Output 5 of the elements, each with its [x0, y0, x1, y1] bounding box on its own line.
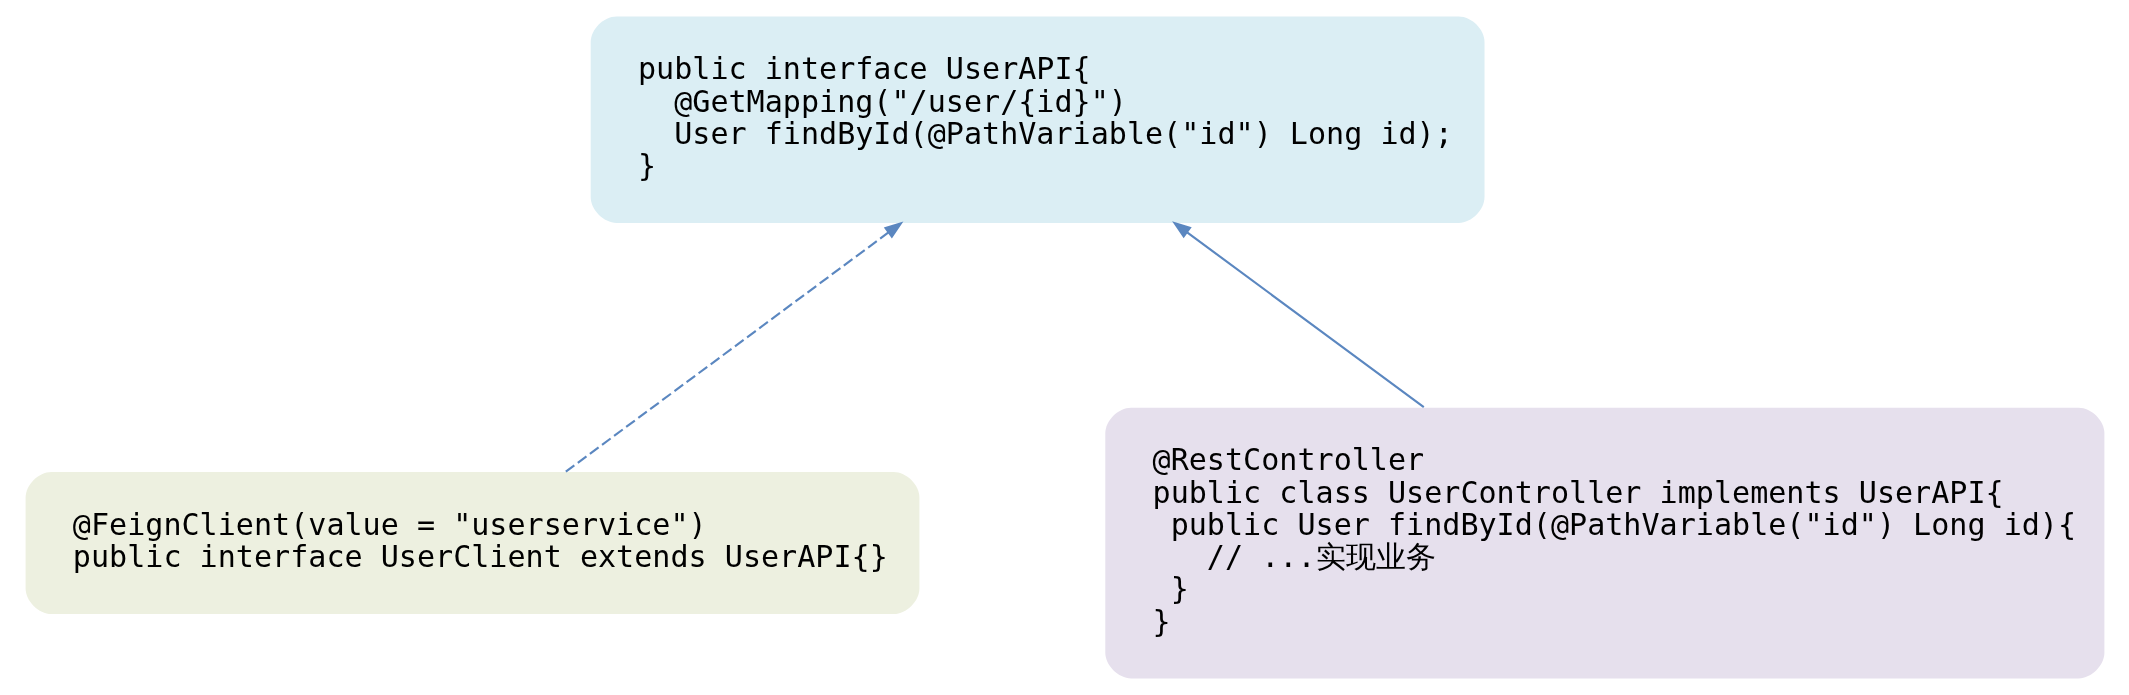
arrow	[564, 221, 903, 473]
node-box: @RestController public class UserController implements UserAPI{ public User findById(@PathVariable("id") Long id){ // ...实现业务 } }	[1104, 407, 2104, 679]
node-box: public interface UserAPI{ @GetMapping("/user/{id}") User findById(@PathVariable("id") Long id); }	[590, 16, 1484, 223]
node-box: @FeignClient(value = "userservice") public interface UserClient extends UserAPI{}	[25, 472, 919, 614]
arrow	[1171, 221, 1424, 408]
